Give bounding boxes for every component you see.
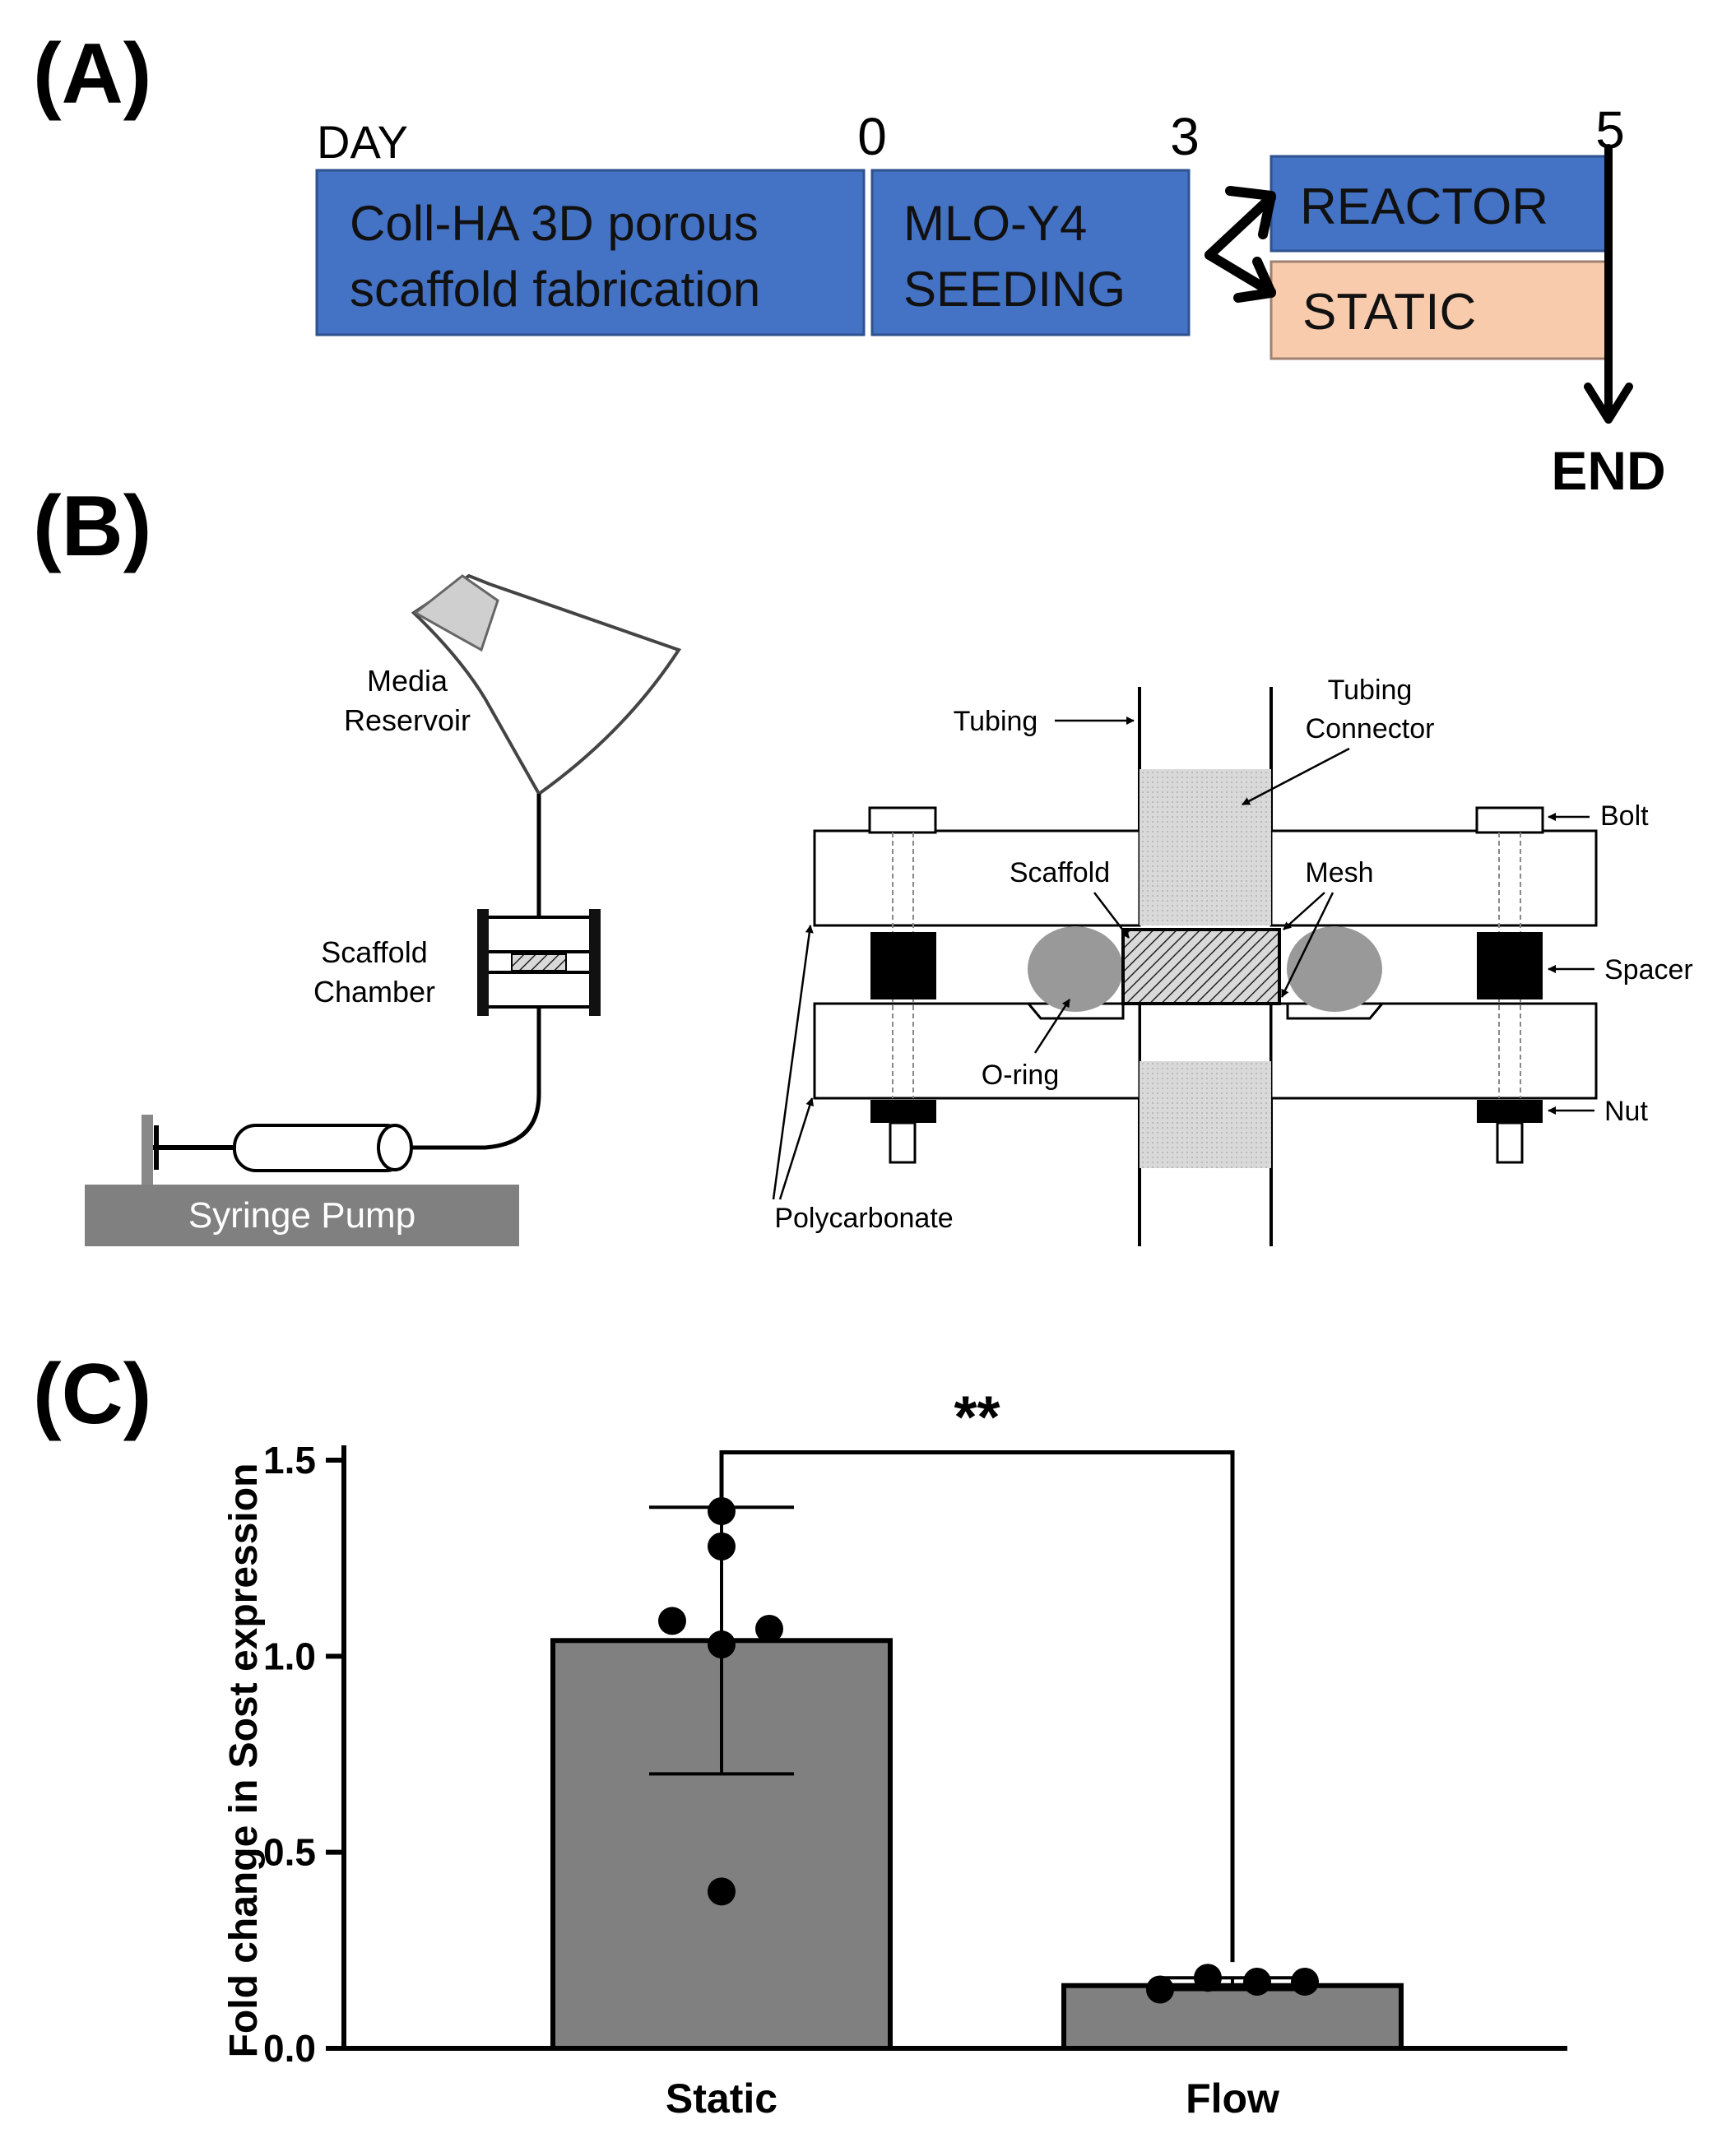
scaffold-chamber <box>477 909 601 1016</box>
tubing-connector-label-line2: Connector <box>1306 713 1435 744</box>
y-axis-label: Fold change in Sost expression <box>222 1463 266 2058</box>
mesh-label: Mesh <box>1305 857 1373 888</box>
y-tick-label: 1.5 <box>263 1439 316 1482</box>
tubing-line <box>403 794 541 1150</box>
fabrication-box <box>315 169 866 336</box>
data-point-static <box>708 1877 736 1906</box>
y-tick-label: 0.0 <box>263 2027 316 2070</box>
scaffold-label: Scaffold <box>1010 857 1110 888</box>
media-reservoir-label-line1: Media <box>367 664 448 698</box>
bar-flow <box>1061 1983 1404 2052</box>
panel-a-label: (A) <box>33 26 151 122</box>
polycarbonate-arrow-bottom <box>778 1097 815 1200</box>
seeding-text-line1: MLO-Y4 <box>903 196 1087 251</box>
data-point-static <box>755 1614 783 1643</box>
syringe-pump-label: Syringe Pump <box>188 1195 415 1236</box>
day-tick-0: 0 <box>857 107 887 166</box>
media-reservoir-label-line2: Reservoir <box>344 703 471 737</box>
seeding-box <box>870 169 1191 336</box>
mesh-arrow-top <box>1283 892 1325 930</box>
bolt-label: Bolt <box>1600 800 1649 832</box>
data-point-static <box>708 1532 736 1561</box>
day-tick-3: 3 <box>1170 107 1200 166</box>
static-text: STATIC <box>1302 284 1476 341</box>
end-arrow <box>1584 144 1633 424</box>
split-arrows <box>1205 186 1276 303</box>
tubing-connector-arrow <box>1242 747 1350 806</box>
data-point-flow <box>1291 1967 1319 1996</box>
polycarbonate-arrow-top <box>772 925 814 1200</box>
chamber-detail <box>813 687 1598 1246</box>
significance-label: ** <box>954 1384 1000 1450</box>
syringe-pump-base <box>85 1185 519 1246</box>
panel-c-label: (C) <box>33 1347 151 1442</box>
y-tick-label: 1.0 <box>263 1635 316 1677</box>
scaffold-chamber-label-line1: Scaffold <box>321 935 427 969</box>
scaffold-chamber-label-line2: Chamber <box>313 975 435 1009</box>
nut-label: Nut <box>1604 1096 1648 1127</box>
end-label: END <box>1551 440 1665 501</box>
x-tick-label-flow: Flow <box>1186 2075 1279 2122</box>
fabrication-text-line1: Coll-HA 3D porous <box>350 196 759 251</box>
data-point-static <box>658 1607 686 1635</box>
data-point-flow <box>1194 1964 1222 1992</box>
data-point-static <box>708 1630 736 1659</box>
scaffold-arrow <box>1093 892 1130 939</box>
static-box <box>1270 260 1610 360</box>
tubing-connector-label-line1: Tubing <box>1328 675 1413 706</box>
fabrication-text-line2: scaffold fabrication <box>350 262 760 317</box>
media-reservoir-flask <box>411 573 682 796</box>
syringe <box>142 1115 413 1197</box>
polycarbonate-label: Polycarbonate <box>774 1203 953 1234</box>
seeding-text-line2: SEEDING <box>903 262 1126 317</box>
o-ring-label: O-ring <box>982 1060 1059 1091</box>
panel-b: (B) Media Reservoir Scaffold Chamber <box>33 479 1693 1246</box>
significance-bracket <box>719 1449 1235 1963</box>
tubing-label: Tubing <box>954 706 1038 737</box>
panel-b-label: (B) <box>33 479 151 574</box>
y-tick-label: 0.5 <box>263 1831 316 1874</box>
data-point-static <box>708 1496 736 1525</box>
reactor-text: REACTOR <box>1300 179 1548 235</box>
mesh-arrow-bottom <box>1280 892 1334 998</box>
x-tick-label-static: Static <box>666 2075 777 2122</box>
data-point-flow <box>1243 1967 1271 1996</box>
panel-a: (A) DAY 0 3 5 Coll-HA 3D porous scaffold… <box>33 26 1666 501</box>
o-ring-arrow <box>1033 999 1071 1054</box>
data-point-flow <box>1146 1975 1174 2004</box>
day-label: DAY <box>317 116 408 168</box>
spacer-label: Spacer <box>1604 954 1693 986</box>
reactor-box <box>1270 155 1610 253</box>
